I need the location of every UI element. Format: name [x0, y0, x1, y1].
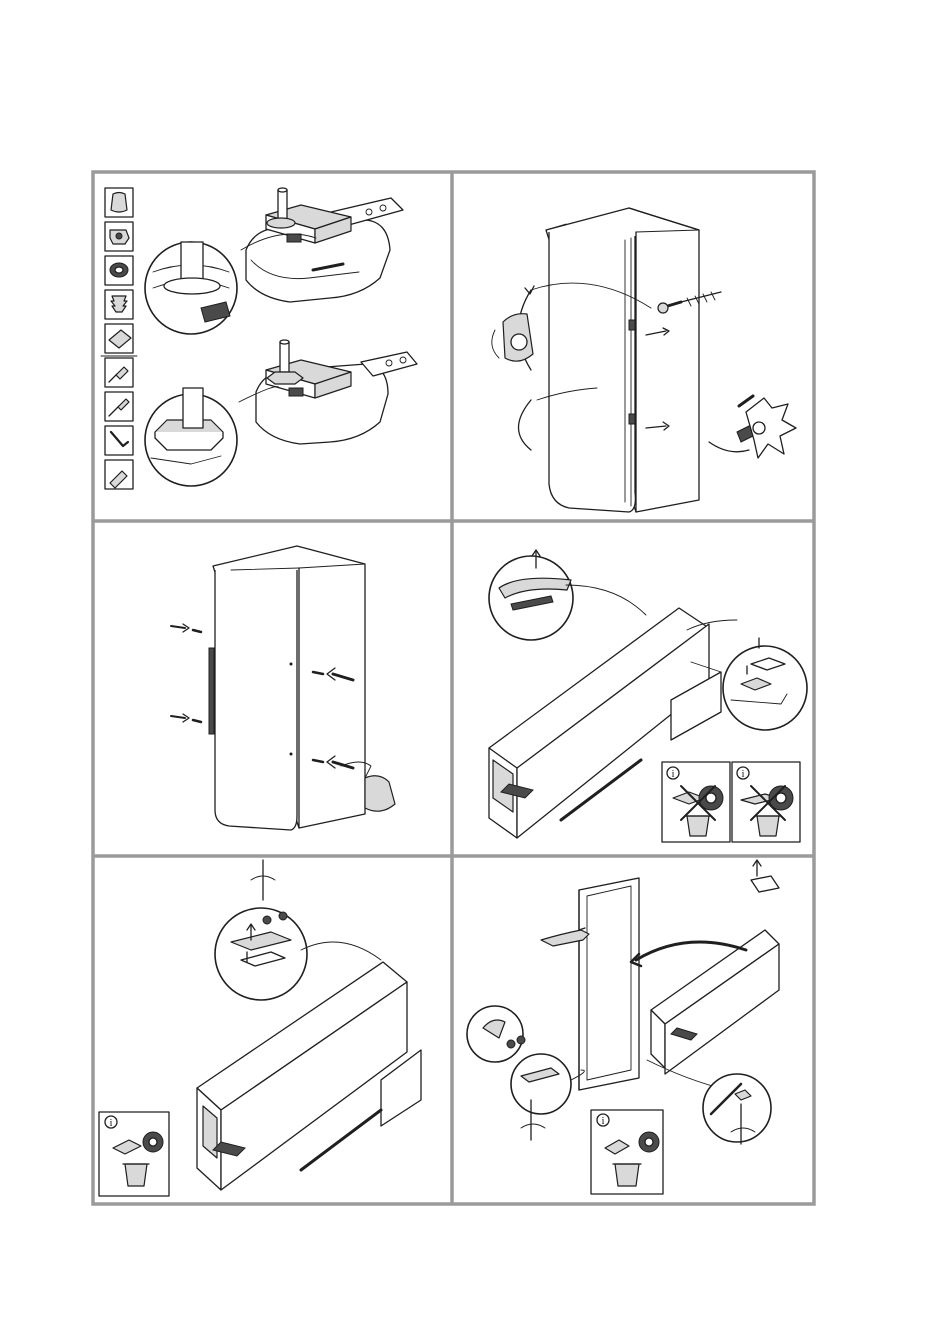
door-panel — [579, 878, 639, 1090]
info-disposal-right: i — [732, 762, 800, 842]
info-disposal: i — [591, 1110, 663, 1194]
bag-icon — [105, 188, 133, 217]
svg-text:i: i — [601, 1115, 604, 1127]
left-hinge-zoom — [467, 1006, 584, 1140]
info-disposal: i — [99, 1112, 169, 1196]
panel-2 — [492, 208, 796, 512]
svg-text:i: i — [671, 768, 674, 780]
cabinet-lying — [197, 962, 421, 1190]
plug-icon — [105, 290, 133, 319]
allen-key-icon — [105, 426, 133, 455]
torx-screwdriver-icon — [105, 392, 133, 421]
screwdriver-icon — [105, 358, 133, 387]
socket-icon — [105, 460, 133, 489]
svg-text:i: i — [109, 1117, 112, 1129]
panel-3 — [171, 546, 395, 830]
lower-hinge-with-nut — [256, 340, 417, 444]
fridge-standing — [546, 208, 699, 512]
plate-icon — [105, 324, 133, 353]
panel-1 — [101, 188, 417, 489]
upper-hinge-with-pin — [246, 188, 403, 302]
svg-text:i: i — [741, 768, 744, 780]
top-zoom-detail — [489, 550, 646, 640]
recycle-bin-icon — [613, 1164, 641, 1186]
panel-6: i — [467, 860, 779, 1194]
fridge-standing — [209, 546, 365, 830]
cabinet-lying — [631, 860, 779, 1074]
cap-icon — [105, 256, 133, 285]
bag-icon — [492, 314, 533, 362]
info-disposal-left: i — [662, 762, 730, 842]
tool-icon-column — [101, 188, 137, 489]
instruction-figure: i i — [91, 170, 816, 1206]
hinge-zoom-detail — [215, 860, 381, 1000]
panel-4: i i — [489, 550, 807, 842]
panel-5: i — [99, 860, 421, 1196]
power-plug-icon — [709, 396, 796, 458]
clip-icon — [105, 222, 133, 251]
